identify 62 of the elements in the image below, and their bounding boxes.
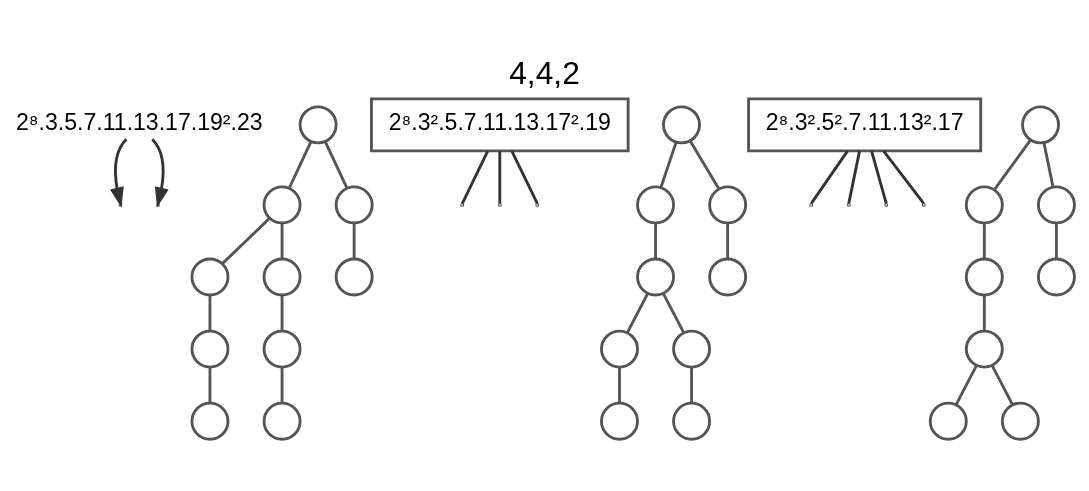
- node-circle: [262, 257, 302, 296]
- node-circle: [708, 184, 748, 224]
- node-circle: [964, 184, 1004, 224]
- connector: [280, 222, 284, 259]
- connector: [870, 150, 888, 204]
- diagram-title: 4,4,2: [509, 54, 580, 91]
- connector: [659, 141, 678, 188]
- node-circle: [190, 329, 230, 369]
- connector: [847, 150, 861, 204]
- node-circle: [262, 184, 302, 224]
- node-circle: [928, 401, 968, 441]
- node-circle: [334, 184, 374, 224]
- node-circle: [262, 329, 302, 369]
- node-circle: [708, 257, 748, 296]
- connector: [982, 222, 986, 259]
- node-box: 2⁸.3².5².7.11.13².17: [747, 96, 983, 152]
- connector: [1042, 141, 1055, 187]
- node-circle: [672, 401, 712, 441]
- node-circle: [262, 401, 302, 441]
- connector: [690, 366, 694, 403]
- node-text: 2⁸.3.5.7.11.13.17.19².23: [16, 108, 263, 135]
- node-circle: [334, 257, 374, 296]
- node-circle: [1036, 257, 1076, 296]
- connector: [323, 140, 349, 189]
- connector: [993, 139, 1032, 190]
- connector: [280, 366, 284, 403]
- connector: [208, 366, 212, 403]
- node-circle: [964, 329, 1004, 369]
- node-circle: [600, 329, 639, 369]
- node-circle: [190, 257, 230, 296]
- node-circle: [298, 104, 338, 144]
- node-circle: [636, 257, 675, 296]
- connector: [1055, 222, 1058, 259]
- node-circle: [636, 184, 675, 224]
- connector: [662, 292, 686, 333]
- node-circle: [1000, 401, 1040, 441]
- connector: [654, 222, 657, 259]
- node-box: 2⁸.3².5.7.11.13.17².19: [370, 96, 630, 152]
- node-circle: [600, 401, 639, 441]
- connector: [208, 294, 212, 331]
- node-circle: [190, 401, 230, 441]
- connector: [498, 150, 502, 203]
- connector: [280, 294, 284, 331]
- node-circle: [1036, 184, 1076, 224]
- connector: [982, 294, 986, 331]
- connector: [287, 140, 313, 189]
- connector: [510, 150, 539, 204]
- connector: [625, 292, 649, 333]
- connector: [221, 216, 271, 265]
- node-circle: [1021, 104, 1060, 144]
- connector: [954, 364, 978, 406]
- connector: [882, 149, 925, 204]
- connector: [618, 366, 621, 403]
- connector: [689, 139, 720, 189]
- node-circle: [672, 329, 712, 369]
- connector: [352, 222, 356, 259]
- connector: [461, 150, 490, 204]
- node-circle: [662, 104, 701, 144]
- connector: [726, 222, 730, 259]
- node-circle: [964, 257, 1004, 296]
- connector: [810, 149, 849, 204]
- connector: [991, 364, 1014, 406]
